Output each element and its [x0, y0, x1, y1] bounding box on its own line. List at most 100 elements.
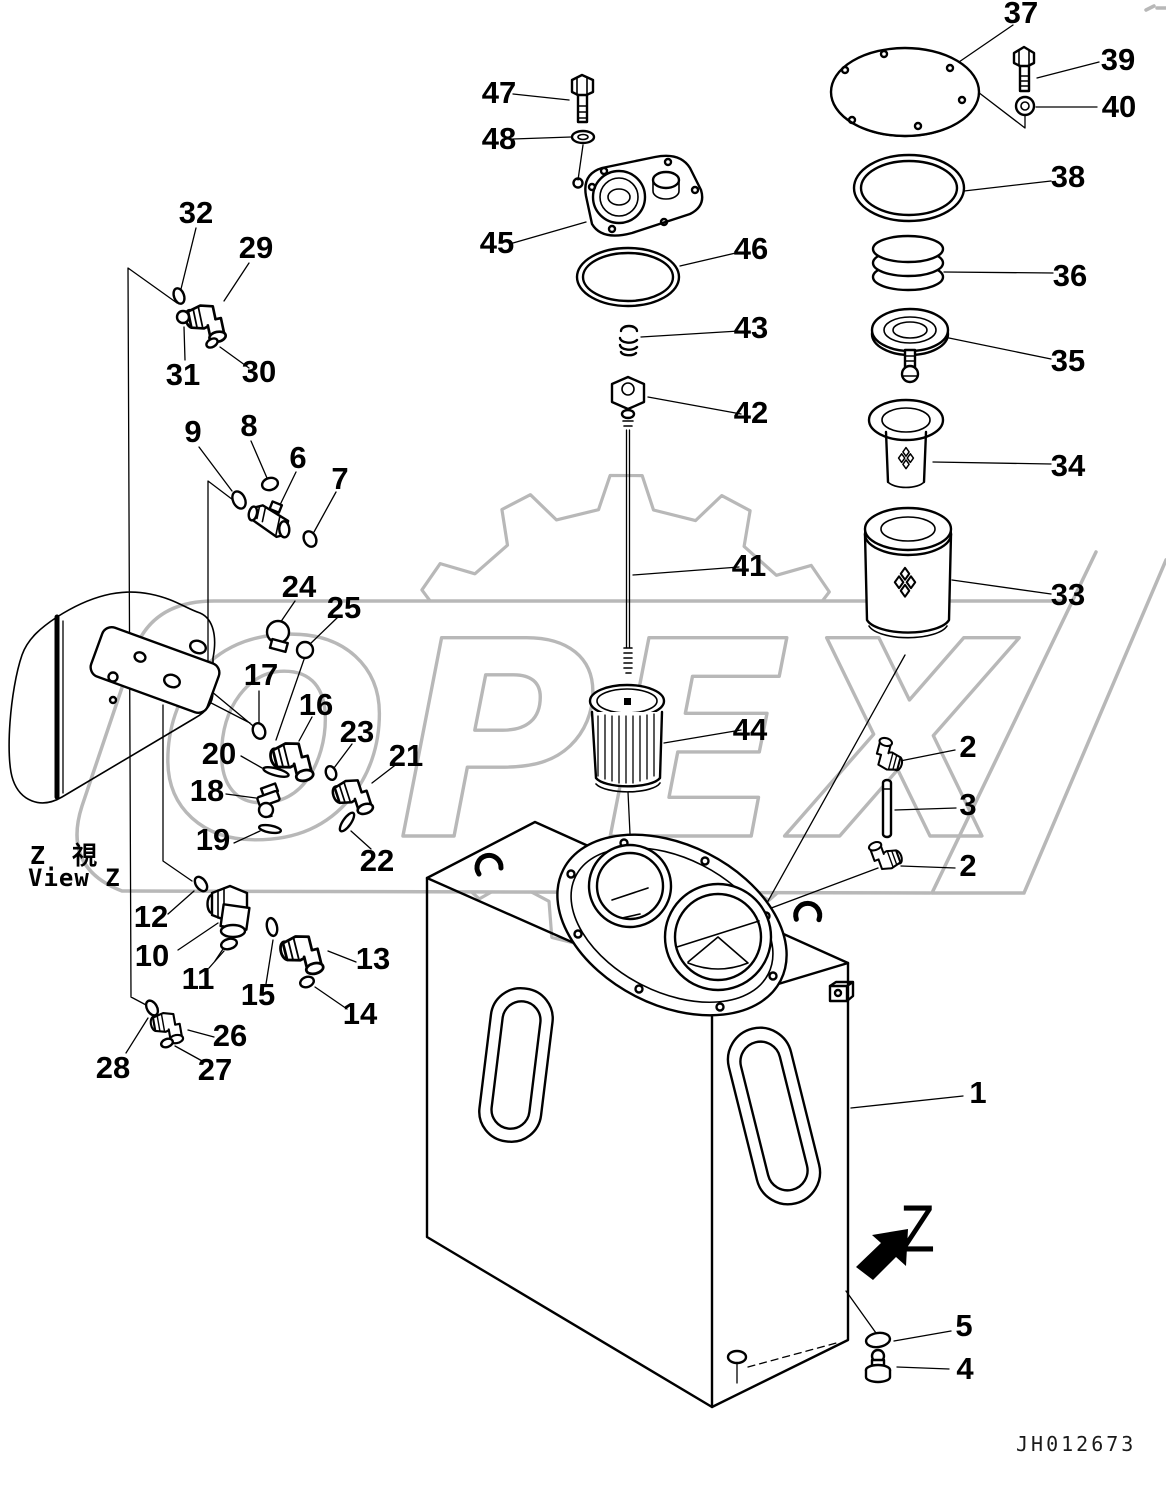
part-29-elbow: [182, 300, 228, 349]
callout-12-34: 12: [133, 899, 169, 934]
callout-48-1: 48: [481, 121, 517, 156]
callout-25-25: 25: [326, 590, 362, 625]
part-12-oring: [193, 875, 209, 893]
callout-15-37: 15: [240, 977, 276, 1012]
part-32-oring: [172, 287, 186, 305]
part-15-oring: [265, 916, 279, 938]
part-30-oring: [205, 337, 219, 349]
part-6-tee: [247, 500, 291, 539]
callout-43-4: 43: [733, 310, 769, 345]
callout-8-21: 8: [240, 408, 258, 443]
callout-4-48: 4: [956, 1351, 974, 1386]
part-17-oring: [251, 722, 267, 740]
watermark: OPEX: [75, 4, 1166, 948]
callout-24-24: 24: [281, 569, 317, 604]
part-41-rod: [620, 408, 636, 674]
watermark-border: [75, 599, 1065, 895]
lift-hook-icon: [474, 852, 504, 877]
callout-19-32: 19: [195, 822, 231, 857]
callout-2-43: 2: [959, 729, 977, 764]
callout-23-28: 23: [339, 714, 375, 749]
callout-2-45: 2: [959, 848, 977, 883]
part-37-cover: [829, 46, 981, 138]
view-z-figure: [8, 591, 221, 804]
part-18-plug: [256, 782, 281, 819]
part-43-spring: [618, 324, 639, 357]
leader-lines: [117, 24, 1100, 1370]
callout-44-7: 44: [732, 712, 768, 747]
part-42-nut: [610, 375, 646, 411]
part-45-cover: [572, 154, 704, 237]
part-47-bolt: [570, 73, 595, 124]
view-label-en: View Z: [28, 864, 121, 892]
part-38-oring: [852, 153, 966, 223]
part-5-washer: [864, 1331, 892, 1349]
part-48-washer: [570, 129, 596, 145]
part-27-oring: [159, 1037, 175, 1049]
lift-hook-icon: [793, 900, 823, 923]
callout-7-23: 7: [331, 461, 349, 496]
part-3-gauge-tube: [881, 778, 893, 839]
left-opening: [587, 843, 673, 929]
watermark-slash-icon: [930, 550, 1166, 895]
callout-45-2: 45: [479, 225, 515, 260]
callout-26-40: 26: [212, 1018, 248, 1053]
callout-11-36: 11: [181, 961, 215, 996]
side-cutout: [726, 1026, 822, 1206]
callout-42-5: 42: [733, 395, 769, 430]
drain-hole: [726, 1349, 748, 1365]
part-20-oring: [262, 766, 290, 778]
callout-14-39: 14: [342, 996, 378, 1031]
part-4-drain-plug: [864, 1348, 892, 1384]
part-1-tank: [425, 820, 855, 1409]
callout-18-31: 18: [189, 773, 225, 808]
callout-39-9: 39: [1100, 42, 1136, 77]
part-44-strainer: [588, 683, 666, 793]
corner-mark-icon: [1144, 4, 1166, 12]
callout-22-33: 22: [359, 843, 395, 878]
direction-arrow-icon: [856, 1229, 908, 1280]
callout-40-10: 40: [1101, 89, 1137, 124]
part-33-filter: [863, 506, 953, 639]
part-19-oring: [257, 823, 283, 835]
callout-17-26: 17: [243, 657, 279, 692]
part-11-oring: [214, 937, 239, 962]
view-label-cjk: Z 視: [30, 841, 104, 870]
callout-6-22: 6: [289, 440, 307, 475]
callout-37-8: 37: [1003, 0, 1039, 30]
view-z-plate: [89, 625, 221, 715]
callout-38-11: 38: [1050, 159, 1086, 194]
part-39-bolt: [1012, 45, 1036, 93]
part-8-oring: [260, 476, 280, 492]
part-13-elbow: [276, 930, 326, 982]
callout-16-27: 16: [298, 687, 334, 722]
callout-9-20: 9: [184, 414, 202, 449]
part-24-plug: [265, 619, 291, 654]
part-7-oring: [302, 530, 318, 548]
callout-3-44: 3: [959, 787, 977, 822]
callout-27-41: 27: [197, 1052, 233, 1087]
callout-5-47: 5: [955, 1308, 973, 1343]
part-22-oring: [338, 811, 356, 833]
part-40-washer: [1014, 95, 1036, 117]
callout-29-17: 29: [238, 230, 274, 265]
right-opening: [663, 882, 773, 992]
callout-31-18: 31: [165, 357, 201, 392]
callout-47-0: 47: [481, 75, 517, 110]
callout-1-46: 1: [969, 1075, 987, 1110]
callout-46-3: 46: [733, 231, 769, 266]
side-port: [828, 980, 855, 1003]
part-36-seal: [871, 234, 945, 292]
part-35-breather: [870, 307, 950, 384]
callout-30-19: 30: [241, 354, 277, 389]
part-14-oring: [299, 975, 315, 989]
callout-20-30: 20: [201, 736, 237, 771]
front-cutout: [478, 987, 554, 1143]
part-9-oring: [231, 490, 247, 510]
callout-34-14: 34: [1050, 448, 1086, 483]
callout-35-13: 35: [1050, 343, 1086, 378]
callout-28-42: 28: [95, 1050, 131, 1085]
part-46-oring: [575, 246, 681, 308]
